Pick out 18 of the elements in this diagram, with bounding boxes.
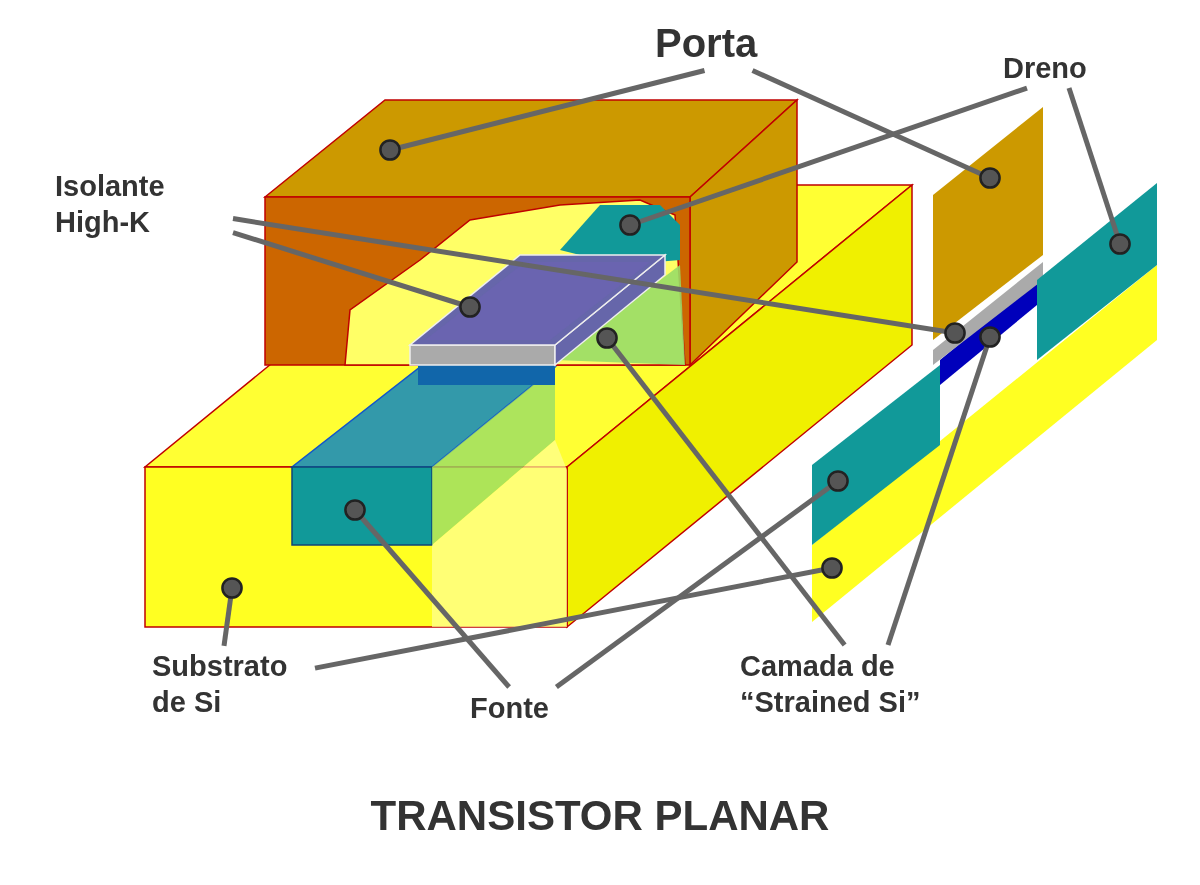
part-label: Isolante High-K: [55, 169, 166, 241]
leader-line: [232, 230, 481, 318]
leader-line: [232, 216, 966, 344]
leader-line: [314, 557, 843, 671]
leader-line: [379, 68, 706, 161]
leader-line: [751, 68, 1001, 189]
leader-line: [554, 470, 849, 689]
leader-line: [596, 327, 847, 647]
diagram-title: TRANSISTOR PLANAR: [369, 792, 831, 840]
leader-line: [344, 499, 511, 689]
leader-line: [619, 85, 1028, 236]
part-label: Fonte: [470, 691, 550, 726]
leader-line: [1066, 87, 1131, 255]
part-label: Dreno: [1003, 51, 1088, 86]
part-label: Substrato de Si: [152, 649, 289, 721]
part-label: Porta: [655, 20, 759, 67]
leader-line: [885, 326, 1001, 646]
part-label: Camada de “Strained Si”: [740, 649, 922, 721]
